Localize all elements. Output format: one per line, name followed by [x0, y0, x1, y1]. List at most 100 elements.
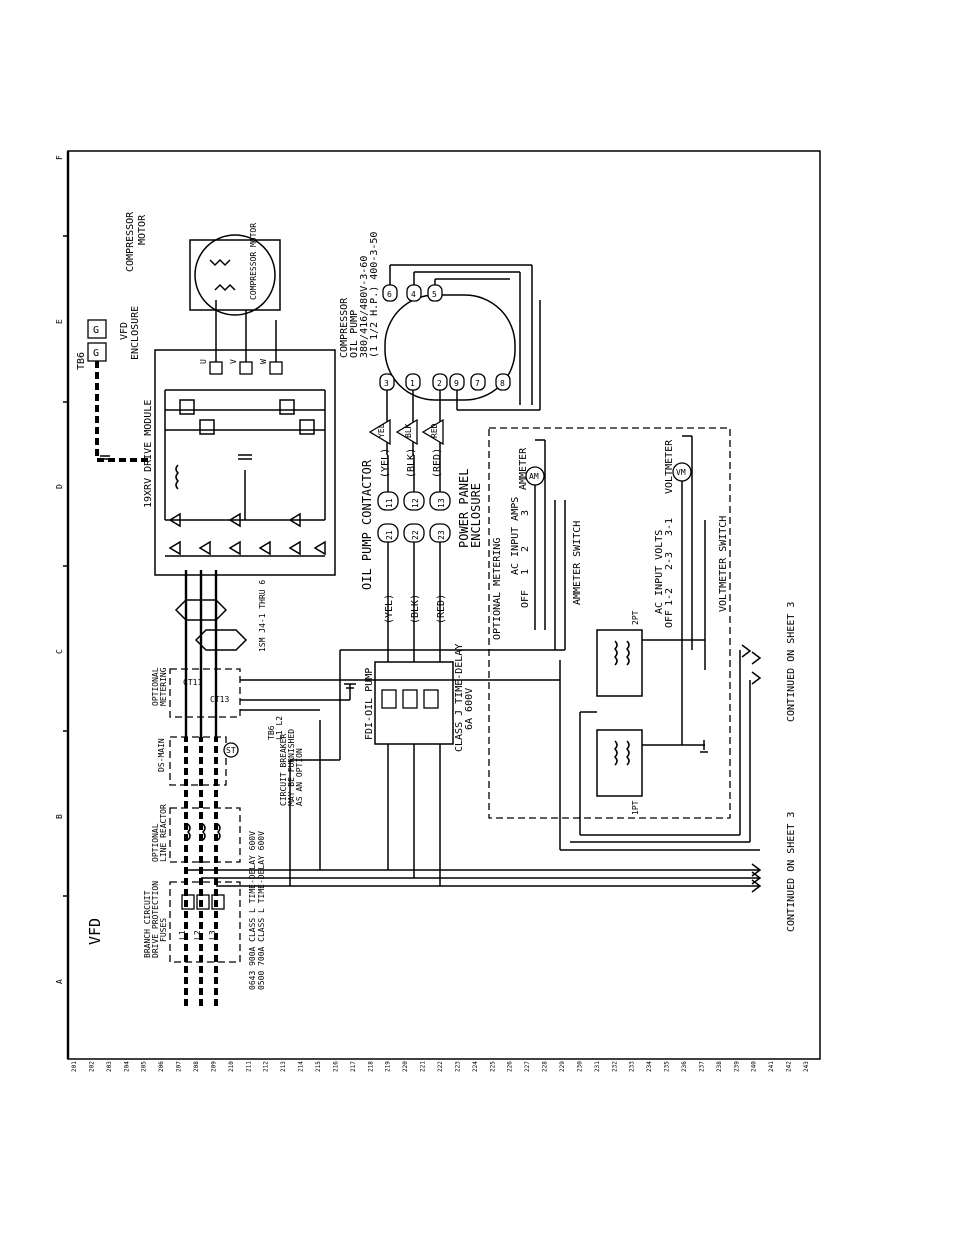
line-number: 233: [629, 1061, 636, 1072]
line-number: 224: [472, 1061, 479, 1072]
wire-yel-top: (YEL): [380, 448, 391, 478]
drive-module-outline: [154, 349, 336, 576]
oil-pump-label-3: 380/416/480V-3-60: [359, 256, 370, 358]
volts-pos-3-1: 3-1: [664, 518, 675, 536]
volts-pos-1-2: 1-2: [664, 588, 675, 606]
breaker-note-3: AS AN OPTION: [295, 748, 304, 806]
line-number: 220: [402, 1061, 409, 1072]
motor-outline: [189, 239, 281, 311]
line-number: 217: [350, 1061, 357, 1072]
voltmeter-label: VOLTMETER: [664, 439, 675, 494]
line-number: 231: [594, 1061, 601, 1072]
ammeter-switch-label: AMMETER SWITCH: [572, 521, 583, 605]
shunt-trip-icon: [223, 742, 239, 758]
line-number: 207: [176, 1061, 183, 1072]
opt-metering-label-1: OPTIONAL: [151, 667, 160, 706]
line-number: 215: [315, 1061, 322, 1072]
current-transformers: [174, 599, 248, 651]
svg-text:VM: VM: [676, 468, 686, 477]
tb6-l1l2-terminals: L1 L2: [275, 716, 284, 740]
line-number: 235: [664, 1061, 671, 1072]
line-number: 202: [88, 1061, 95, 1072]
svg-text:G: G: [93, 325, 99, 336]
vfd-enclosure-label-1: VFD: [119, 322, 130, 340]
fuse-block-outline: [169, 881, 241, 963]
line-number: 239: [733, 1061, 740, 1072]
svg-text:ST: ST: [226, 746, 236, 755]
fdi-oil-pump-label: FDI-OIL PUMP: [364, 668, 375, 740]
oil-pump-contactor-label: OIL PUMP CONTACTOR: [360, 459, 374, 590]
voltmeter-switch-contacts: [681, 435, 706, 745]
line-number: 203: [106, 1061, 113, 1072]
border-letter: E: [55, 319, 64, 324]
svg-text:L2: L2: [193, 930, 202, 940]
output-u: U: [199, 359, 208, 364]
border-letter: D: [55, 484, 64, 489]
drive-module-label: 19XRV DRIVE MODULE: [143, 400, 154, 508]
ammeter-label: AMMETER: [518, 447, 529, 490]
pt1-label: 1PT: [631, 800, 640, 815]
terminal-1: 1: [410, 379, 415, 388]
branch-fuses-label-3: FUSES: [159, 918, 168, 942]
contactor-terminals: [377, 491, 451, 543]
contactor-12: 12: [411, 498, 420, 508]
wire-blk-mid: (BLK): [410, 594, 421, 624]
line-number: 225: [489, 1061, 496, 1072]
line-number: 219: [385, 1061, 392, 1072]
compressor-motor-label-1: COMPRESSOR: [125, 211, 136, 272]
terminal-3: 3: [384, 379, 389, 388]
line-number: 213: [280, 1061, 287, 1072]
svg-text:AM: AM: [529, 472, 539, 481]
line-number: 242: [786, 1061, 793, 1072]
oil-pump-terminals: [379, 284, 511, 391]
ac-input-amps-label: AC INPUT AMPS: [510, 497, 521, 575]
border-letter: F: [55, 155, 64, 160]
line-number: 223: [454, 1061, 461, 1072]
amps-pos-3: 3: [520, 510, 531, 516]
reactor-coils: [186, 823, 221, 841]
svg-text:L3: L3: [208, 930, 217, 940]
fuse-note-1: 0643 900A CLASS L TIME-DELAY 600V: [248, 831, 257, 990]
oil-pump-label-1: COMPRESSOR: [339, 297, 350, 358]
contactor-22: 22: [411, 530, 420, 540]
class-j-label-2: 6A 600V: [464, 688, 475, 730]
compressor-motor-label-2: MOTOR: [137, 214, 148, 245]
breaker-note-2: MAY BE FURNISHED: [287, 729, 296, 806]
border-letter: B: [55, 814, 64, 819]
amps-pos-2: 2: [520, 546, 531, 552]
tb6-label: TB6: [76, 352, 87, 370]
drive-internals: [164, 389, 326, 557]
pt2-label: 2PT: [631, 610, 640, 625]
terminal-4: 4: [411, 290, 416, 299]
line-number: 208: [193, 1061, 200, 1072]
border-letter: A: [55, 979, 64, 984]
line-number: 201: [71, 1061, 78, 1072]
fuse-note-2: 0500 700A CLASS L TIME-DELAY 600V: [257, 831, 266, 990]
metering-interconnects: [240, 639, 705, 835]
output-v: V: [229, 359, 238, 364]
line-reactor-outline: [169, 807, 241, 863]
wire-red-mid: (RED): [436, 594, 447, 624]
contactor-21: 21: [385, 530, 394, 540]
line-number: 237: [698, 1061, 705, 1072]
ds-main-label: DS-MAIN: [157, 738, 166, 772]
feeds-to-sheet-3-bottom: [186, 720, 762, 893]
line-number: 211: [245, 1061, 252, 1072]
volts-off-label: OFF: [664, 610, 675, 628]
line-number: 204: [123, 1061, 130, 1072]
line-number: 209: [210, 1061, 217, 1072]
marker-yel: YEL: [377, 423, 386, 438]
line-number: 227: [524, 1061, 531, 1072]
vfd-enclosure-label-2: ENCLOSURE: [130, 306, 141, 360]
oil-pump-feed-wires: [387, 455, 441, 662]
terminal-5: 5: [432, 290, 437, 299]
line-number: 222: [437, 1061, 444, 1072]
line-number: 206: [158, 1061, 165, 1072]
line-number: 216: [332, 1061, 339, 1072]
line-number: 232: [611, 1061, 618, 1072]
voltmeter-switch-label: VOLTMETER SWITCH: [718, 516, 729, 612]
contactor-11: 11: [385, 498, 394, 508]
svg-text:L1: L1: [178, 930, 187, 940]
